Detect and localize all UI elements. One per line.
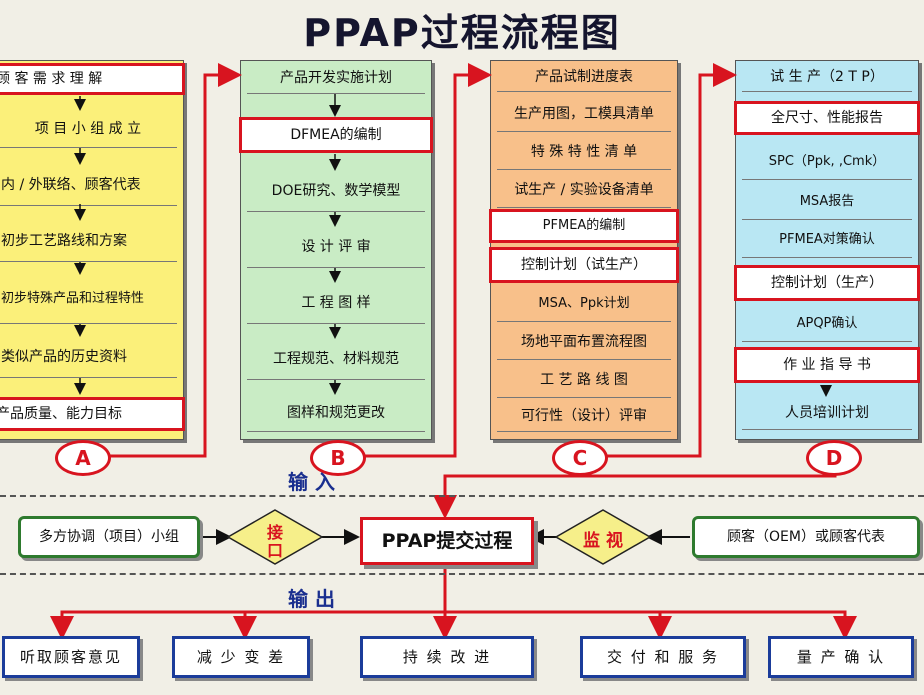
step-a7: 产品质量、能力目标 bbox=[0, 397, 185, 431]
step-a2: 项 目 小 组 成 立 bbox=[0, 111, 177, 148]
step-a4: 初步工艺路线和方案 bbox=[0, 221, 177, 262]
step-b1: 产品开发实施计划 bbox=[247, 63, 425, 94]
step-d8: 作 业 指 导 书 bbox=[734, 347, 920, 383]
step-d2: 全尺寸、性能报告 bbox=[734, 101, 920, 135]
step-b7: 图样和规范更改 bbox=[247, 395, 425, 432]
interface-diamond bbox=[226, 509, 324, 565]
column-b: 产品开发实施计划 DFMEA的编制 DOE研究、数学模型 设 计 评 审 工 程… bbox=[239, 60, 433, 440]
step-d7: APQP确认 bbox=[742, 307, 912, 342]
output-listen-customer: 听取顾客意见 bbox=[2, 636, 140, 678]
output-continuous-improvement: 持 续 改 进 bbox=[360, 636, 534, 678]
step-d1: 试 生 产（2 T P） bbox=[742, 63, 912, 92]
column-d: 试 生 产（2 T P） 全尺寸、性能报告 SPC（Ppk, ,Cmk） MSA… bbox=[734, 60, 920, 440]
step-d6: 控制计划（生产） bbox=[734, 265, 920, 301]
step-c1: 产品试制进度表 bbox=[497, 63, 671, 92]
label-b-circle: B bbox=[310, 440, 366, 476]
step-c9: 工 艺 路 线 图 bbox=[497, 363, 671, 398]
step-c2: 生产用图，工模具清单 bbox=[497, 97, 671, 132]
step-b3: DOE研究、数学模型 bbox=[247, 171, 425, 212]
label-a-circle: A bbox=[55, 440, 111, 476]
step-a6: 类似产品的历史资料 bbox=[0, 337, 177, 378]
step-b2: DFMEA的编制 bbox=[239, 117, 433, 153]
ppap-submission-box: PPAP提交过程 bbox=[360, 517, 534, 565]
step-c8: 场地平面布置流程图 bbox=[497, 325, 671, 360]
step-c7: MSA、Ppk计划 bbox=[497, 287, 671, 322]
step-d3: SPC（Ppk, ,Cmk） bbox=[742, 145, 912, 180]
step-a1: 顾 客 需 求 理 解 bbox=[0, 63, 185, 95]
step-c4: 试生产 / 实验设备清单 bbox=[497, 173, 671, 208]
customer-box: 顾客（OEM）或顾客代表 bbox=[692, 516, 920, 558]
interface-label: 接口 bbox=[266, 523, 283, 560]
monitor-label: 监 视 bbox=[583, 531, 623, 551]
step-c10: 可行性（设计）评审 bbox=[497, 401, 671, 432]
column-c: 产品试制进度表 生产用图，工模具清单 特 殊 特 性 清 单 试生产 / 实验设… bbox=[489, 60, 679, 440]
output-reduce-variation: 减 少 变 差 bbox=[172, 636, 310, 678]
step-d9: 人员培训计划 bbox=[742, 397, 912, 430]
monitor-diamond bbox=[554, 509, 652, 565]
step-b6: 工程规范、材料规范 bbox=[247, 339, 425, 380]
label-c-circle: C bbox=[552, 440, 608, 476]
step-d4: MSA报告 bbox=[742, 185, 912, 220]
output-label: 输 出 bbox=[288, 587, 335, 611]
step-c5: PFMEA的编制 bbox=[489, 209, 679, 243]
step-c6: 控制计划（试生产） bbox=[489, 247, 679, 283]
team-box: 多方协调（项目）小组 bbox=[18, 516, 200, 558]
divider-top bbox=[0, 495, 924, 497]
input-label: 输 入 bbox=[288, 470, 335, 494]
column-a: 顾 客 需 求 理 解 项 目 小 组 成 立 内 / 外联络、顾客代表 初步工… bbox=[0, 60, 185, 440]
step-d5: PFMEA对策确认 bbox=[742, 223, 912, 258]
step-a5: 初步特殊产品和过程特性 bbox=[0, 275, 177, 324]
output-delivery-service: 交 付 和 服 务 bbox=[580, 636, 746, 678]
step-c3: 特 殊 特 性 清 单 bbox=[497, 135, 671, 170]
label-d-circle: D bbox=[806, 440, 862, 476]
output-production-confirm: 量 产 确 认 bbox=[768, 636, 914, 678]
step-b4: 设 计 评 审 bbox=[247, 227, 425, 268]
step-a3: 内 / 外联络、顾客代表 bbox=[0, 165, 177, 206]
divider-bottom bbox=[0, 573, 924, 575]
page-title: PPAP过程流程图 bbox=[303, 11, 621, 55]
step-b5: 工 程 图 样 bbox=[247, 283, 425, 324]
